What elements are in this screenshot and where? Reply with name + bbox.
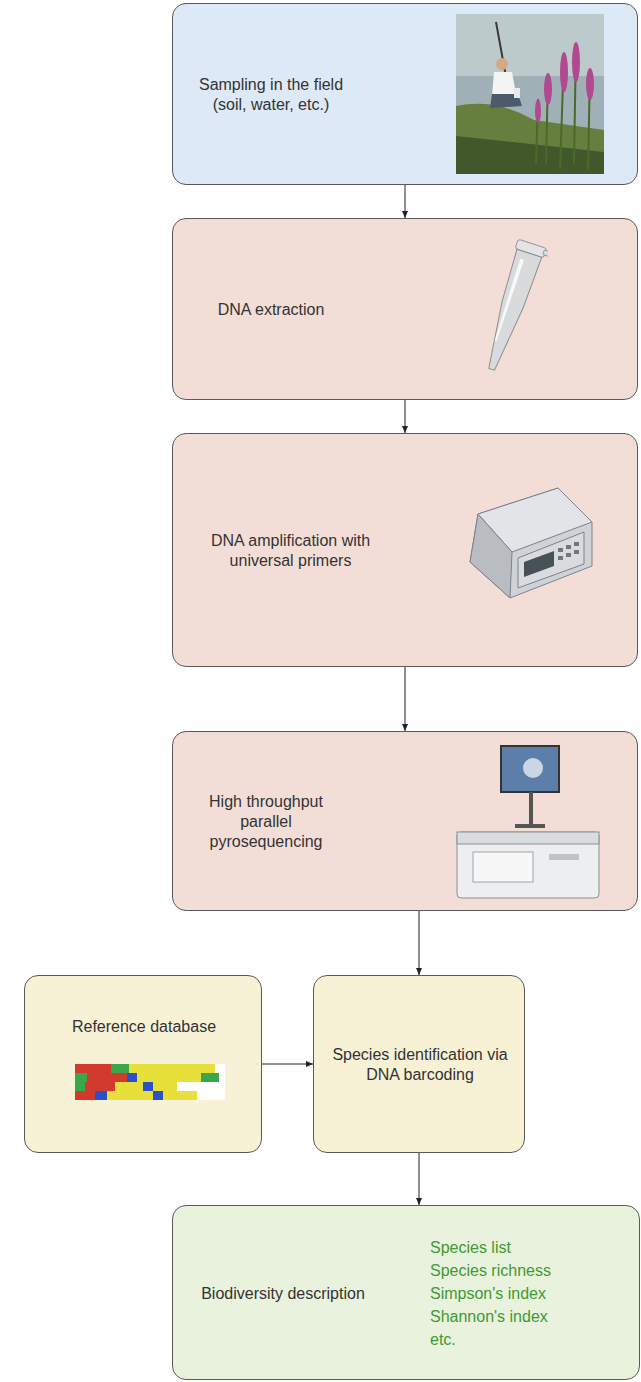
process-box: Species identification via DNA barcoding [313,975,525,1153]
text-area: DNA amplification with universal primers [193,434,388,668]
list-item: Species list [430,1236,511,1259]
flow-arrow [262,1064,313,1065]
box-label: DNA extraction [218,300,325,320]
list-item: Species richness [430,1259,551,1282]
process-box: DNA amplification with universal primers [172,433,638,667]
flow-arrow [405,667,406,731]
list-item: etc. [430,1328,456,1351]
text-area: Species identification via DNA barcoding [324,976,516,1154]
box-label: High throughput parallel pyrosequencing [196,792,336,852]
text-area: High throughput parallel pyrosequencing [196,732,336,912]
flow-arrow [405,185,406,218]
box-label: Species identification via DNA barcoding [324,1045,516,1085]
tube-icon [478,235,548,385]
text-area: Biodiversity description [193,1206,373,1381]
text-area: Sampling in the field (soil, water, etc.… [196,4,346,186]
text-area: Reference database [35,994,253,1060]
box-label: Reference database [72,1017,216,1037]
text-area: DNA extraction [196,219,346,401]
box-label: Biodiversity description [201,1284,365,1304]
flow-arrow [405,400,406,433]
flow-arrow [419,1153,420,1205]
field-photo [456,14,604,174]
box-label: DNA amplification with universal primers [193,531,388,571]
sequencer-icon [453,744,603,904]
list-item: Simpson's index [430,1282,546,1305]
process-box: Sampling in the field (soil, water, etc.… [172,3,638,185]
result-list: Species listSpecies richnessSimpson's in… [430,1206,630,1381]
process-box: Biodiversity description Species listSpec… [172,1205,640,1380]
pcr-machine-icon [458,474,598,604]
box-label: Sampling in the field (soil, water, etc.… [196,75,346,115]
process-box: High throughput parallel pyrosequencing [172,731,638,911]
process-box: Reference database [24,975,262,1153]
process-box: DNA extraction [172,218,638,400]
flow-arrow [419,911,420,975]
list-item: Shannon's index [430,1305,548,1328]
alignment-image [75,1064,225,1100]
